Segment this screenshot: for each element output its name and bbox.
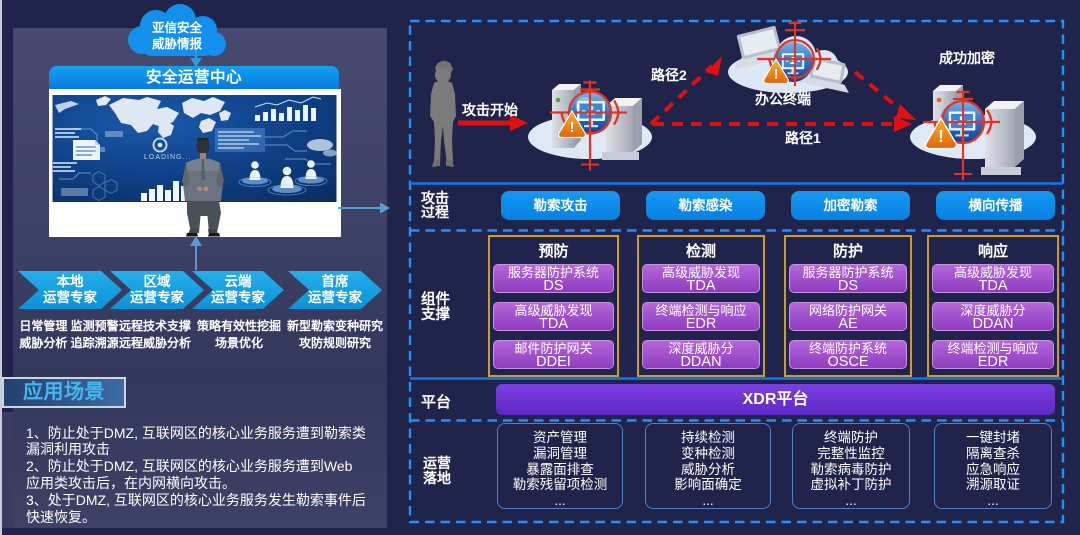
- svg-text:运营专家: 运营专家: [308, 289, 362, 305]
- svg-text:办公终端: 办公终端: [755, 91, 811, 107]
- svg-text:运营专家: 运营专家: [43, 289, 97, 305]
- svg-text:首席: 首席: [322, 273, 349, 289]
- svg-text:亚信安全: 亚信安全: [152, 20, 203, 35]
- svg-text:云端: 云端: [225, 273, 252, 289]
- svg-text:运营专家: 运营专家: [130, 289, 184, 305]
- svg-text:运营专家: 运营专家: [211, 289, 265, 305]
- svg-text:路径1: 路径1: [785, 130, 821, 146]
- svg-text:路径2: 路径2: [651, 67, 687, 83]
- svg-text:成功加密: 成功加密: [939, 50, 995, 66]
- svg-text:威胁情报: 威胁情报: [152, 36, 203, 51]
- svg-text:本地: 本地: [57, 273, 84, 289]
- svg-text:区域: 区域: [144, 273, 171, 289]
- svg-text:攻击开始: 攻击开始: [462, 102, 518, 118]
- svg-text:LOADING...: LOADING...: [144, 154, 191, 161]
